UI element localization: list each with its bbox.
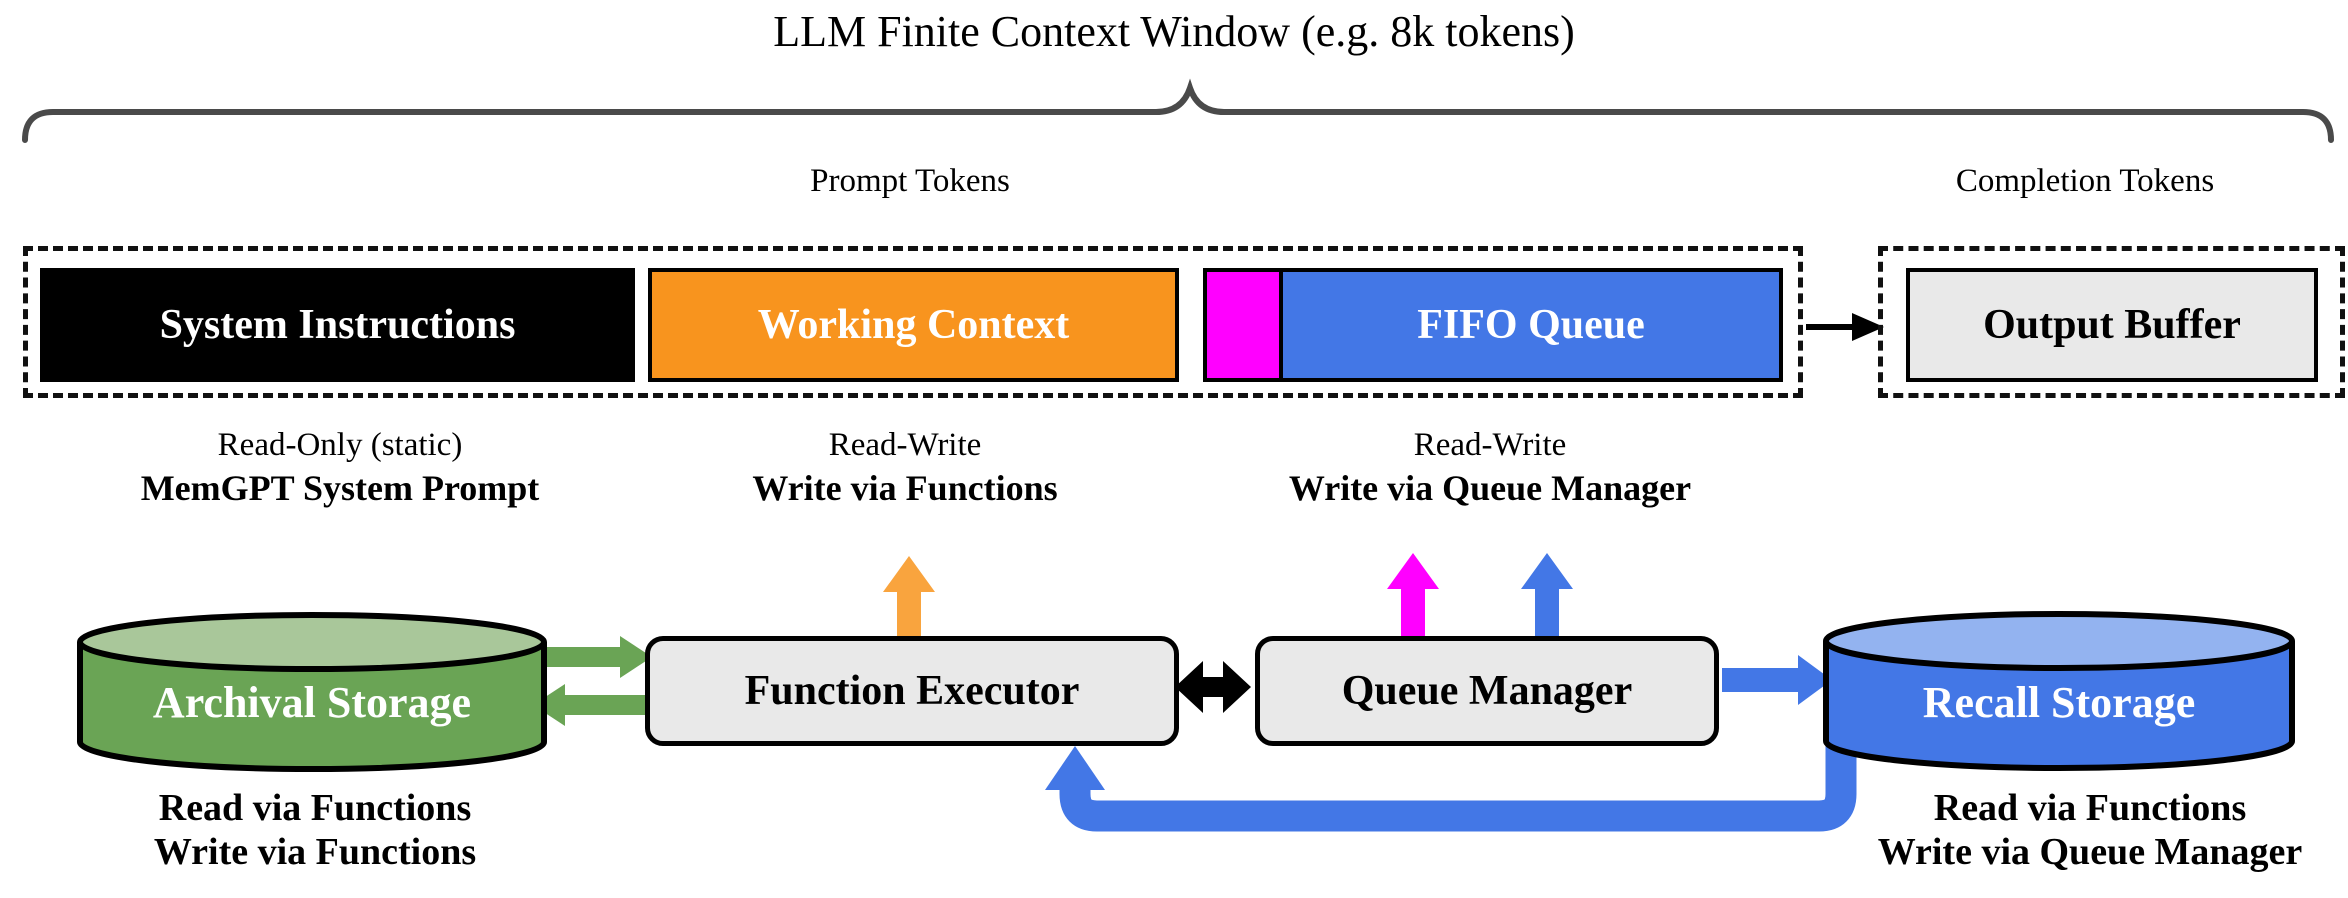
archival-write-arrow-icon [533,684,668,726]
diagram-title: LLM Finite Context Window (e.g. 8k token… [773,7,1575,56]
system-annotation-line2: MemGPT System Prompt [140,468,540,508]
fifo-annotation-line1: Read-Write [1413,427,1567,463]
working-context-label: Working Context [757,302,1070,348]
archival-read-arrow-icon [528,636,652,678]
fifo-queue-magenta-segment [1207,272,1283,378]
function-executor-box: Function Executor [645,636,1179,746]
recall-to-executor-pipe-arrow-icon [1059,742,1857,832]
completion-tokens-frame [1878,246,2345,398]
system-annotation-line1: Read-Only (static) [217,427,463,463]
prompt-tokens-frame [23,246,1803,398]
recall-cylinder-top-icon [1823,611,2295,671]
recall-storage-label: Recall Storage [1922,677,2196,727]
output-buffer-box: Output Buffer [1906,268,2318,382]
system-instructions-label: System Instructions [159,302,516,348]
context-window-brace-icon [22,78,2334,143]
fifo-annotation: Read-Write Write via Queue Manager [1230,424,1750,510]
archival-storage-label: Archival Storage [152,677,472,727]
completion-tokens-label: Completion Tokens [1955,163,2215,199]
working-annotation: Read-Write Write via Functions [645,424,1165,510]
system-instructions-box: System Instructions [40,268,635,382]
fifo-queue-box: FIFO Queue [1203,268,1783,382]
working-annotation-line2: Write via Functions [752,468,1058,508]
recall-to-executor-arrowhead-icon [1045,746,1105,790]
fifo-blue-up-arrow-icon [1521,553,1573,638]
archival-note-line2: Write via Functions [153,831,477,873]
recall-note-line2: Write via Queue Manager [1877,831,2303,873]
queue-to-recall-arrow-icon [1722,655,1832,705]
output-buffer-label: Output Buffer [1983,302,2241,348]
prompt-tokens-label: Prompt Tokens [810,163,1010,199]
fifo-queue-label: FIFO Queue [1417,302,1645,348]
prompt-to-output-arrowhead-icon [1852,313,1884,341]
archival-storage-note: Read via Functions Write via Functions [55,786,575,874]
archival-cylinder-body-icon [77,642,547,772]
recall-storage-note: Read via Functions Write via Queue Manag… [1830,786,2348,874]
archival-cylinder-top-icon [77,612,547,672]
system-annotation: Read-Only (static) MemGPT System Prompt [80,424,600,510]
fifo-magenta-up-arrow-icon [1387,553,1439,638]
fifo-annotation-line2: Write via Queue Manager [1288,468,1692,508]
working-context-box: Working Context [648,268,1179,382]
function-executor-label: Function Executor [744,668,1080,714]
prompt-to-output-arrow-shaft-icon [1806,324,1854,330]
executor-queue-double-arrow-icon [1175,661,1251,713]
recall-cylinder-body-icon [1823,641,2295,771]
working-annotation-line1: Read-Write [828,427,982,463]
recall-note-line1: Read via Functions [1933,787,2247,829]
queue-manager-box: Queue Manager [1255,636,1719,746]
archival-note-line1: Read via Functions [158,787,472,829]
working-context-up-arrow-icon [883,556,935,638]
queue-manager-label: Queue Manager [1341,668,1633,714]
